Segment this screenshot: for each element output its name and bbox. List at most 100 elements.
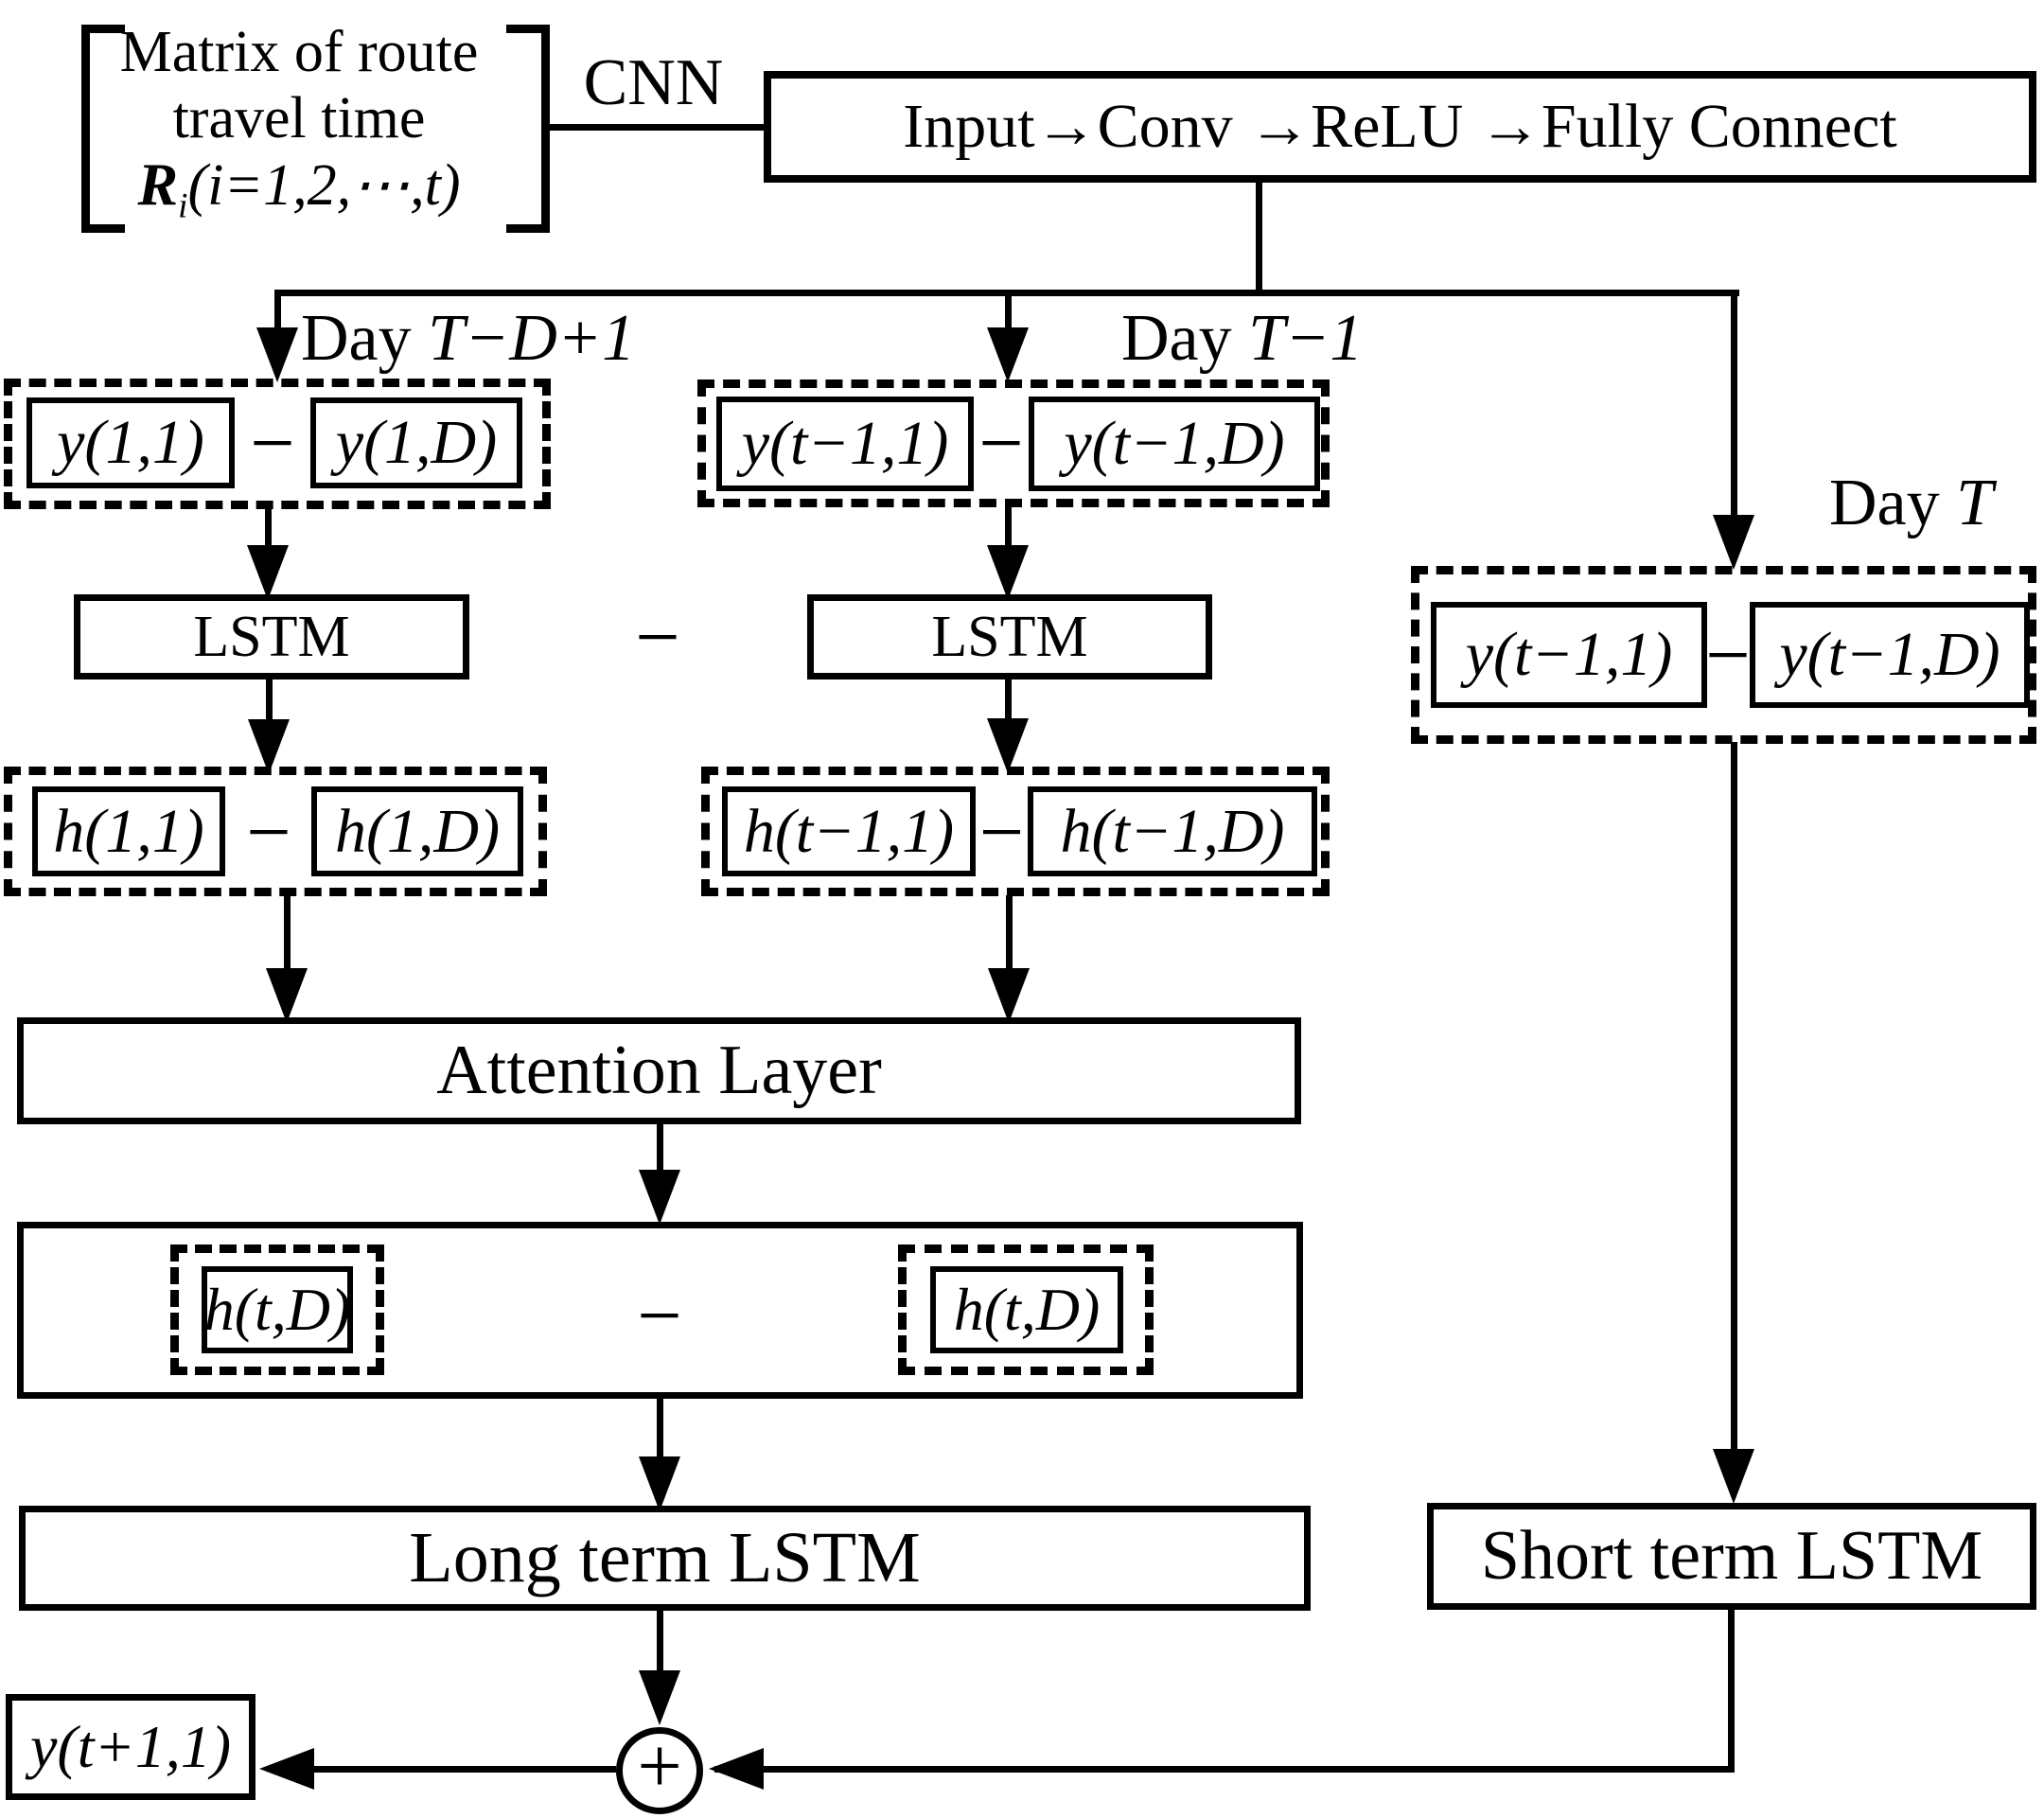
y-dayT-range-dash: − bbox=[1705, 610, 1751, 699]
cnn-pipeline-label: Input→Conv →ReLU →Fully Connect bbox=[903, 92, 1897, 161]
matrix-line1: Matrix of route bbox=[119, 20, 479, 85]
short-output-line-vertical bbox=[1728, 1610, 1735, 1773]
h-right-first-label: h(t−1,1) bbox=[743, 796, 955, 866]
arrow-hleft-attention-line bbox=[284, 894, 291, 975]
arrow-short-plus-head bbox=[709, 1748, 764, 1790]
day-right-var: T bbox=[1956, 467, 1994, 539]
matrix-r-args: (i=1,2,⋯,t) bbox=[187, 153, 461, 219]
long-term-lstm-box: Long term LSTM bbox=[19, 1506, 1311, 1611]
arrow-day-right-line bbox=[1731, 290, 1737, 519]
y-left-last-box: y(1,D) bbox=[310, 397, 522, 488]
arrow-day-mid-head bbox=[987, 327, 1029, 382]
context-right-box: h(t,D) bbox=[930, 1266, 1123, 1353]
context-left-label: h(t,D) bbox=[203, 1276, 351, 1343]
h-right-first-box: h(t−1,1) bbox=[722, 786, 976, 876]
short-term-lstm-box: Short term LSTM bbox=[1427, 1503, 2036, 1610]
arrow-ymid-lstm-line bbox=[1005, 505, 1012, 551]
lstm-right-label: LSTM bbox=[931, 604, 1088, 669]
h-left-last-label: h(1,D) bbox=[334, 796, 501, 866]
sum-node: + bbox=[616, 1727, 703, 1814]
arrow-day-right-head bbox=[1713, 515, 1754, 570]
lstm-left-box: LSTM bbox=[74, 594, 469, 680]
context-left-dashed bbox=[170, 1244, 384, 1375]
h-left-first-box: h(1,1) bbox=[32, 786, 225, 876]
y-mid-first-box: y(t−1,1) bbox=[716, 397, 974, 491]
h-right-last-box: h(t−1,D) bbox=[1028, 786, 1317, 876]
context-right-dashed bbox=[898, 1244, 1154, 1375]
y-dayT-first-box: y(t−1,1) bbox=[1431, 602, 1707, 708]
arrow-lstmright-h-line bbox=[1005, 679, 1012, 724]
day-label-left: Day T−D+1 bbox=[301, 302, 636, 375]
y-sequence-dayT-group bbox=[1411, 566, 2036, 744]
h-left-range-dash: − bbox=[246, 787, 291, 876]
lstm-ellipsis-dash: − bbox=[635, 592, 680, 681]
day-right-prefix: Day bbox=[1829, 467, 1957, 539]
y-sequence-mid-group bbox=[697, 379, 1330, 507]
y-left-range-dash: − bbox=[250, 398, 295, 487]
matrix-to-cnn-line bbox=[550, 124, 764, 131]
y-left-last-label: y(1,D) bbox=[335, 408, 498, 477]
h-state-left-group bbox=[4, 767, 547, 896]
h-left-last-box: h(1,D) bbox=[311, 786, 523, 876]
day-left-prefix: Day bbox=[301, 302, 429, 375]
h-right-last-label: h(t−1,D) bbox=[1060, 796, 1285, 866]
arrow-hright-attention-head bbox=[988, 968, 1030, 1023]
arrow-dayT-short-head bbox=[1713, 1449, 1754, 1504]
cnn-pipeline-box: Input→Conv →ReLU →Fully Connect bbox=[764, 71, 2036, 183]
arrow-context-long-head bbox=[639, 1456, 680, 1511]
long-term-lstm-label: Long term LSTM bbox=[409, 1518, 921, 1597]
arrow-yleft-lstm-head bbox=[247, 545, 289, 600]
y-sequence-left-group bbox=[4, 379, 551, 509]
prediction-output-box: y(t+1,1) bbox=[6, 1694, 256, 1800]
arrow-dayT-short-line bbox=[1731, 742, 1737, 1454]
arrow-hleft-attention-head bbox=[266, 968, 308, 1023]
arrow-day-mid-line bbox=[1005, 290, 1012, 331]
context-right-label: h(t,D) bbox=[953, 1276, 1101, 1343]
plus-icon: + bbox=[637, 1722, 682, 1810]
h-left-first-label: h(1,1) bbox=[53, 796, 204, 866]
y-dayT-last-box: y(t−1,D) bbox=[1750, 602, 2030, 708]
arrow-lstmright-h-head bbox=[987, 718, 1029, 773]
day-left-var: T−D+1 bbox=[428, 302, 636, 375]
arrow-lstmleft-h-head bbox=[248, 719, 290, 774]
day-mid-var: T−1 bbox=[1248, 302, 1364, 375]
arrow-long-plus-line bbox=[657, 1611, 663, 1677]
lstm-right-box: LSTM bbox=[807, 594, 1212, 680]
arrow-plus-output-line bbox=[312, 1766, 616, 1773]
y-dayT-last-label: y(t−1,D) bbox=[1779, 620, 2000, 689]
attention-layer-box: Attention Layer bbox=[17, 1017, 1301, 1124]
short-output-line-horizontal bbox=[714, 1766, 1731, 1773]
h-state-right-group bbox=[701, 767, 1330, 896]
cnn-output-line bbox=[1256, 182, 1262, 293]
lstm-left-label: LSTM bbox=[193, 604, 350, 669]
arrow-plus-output-head bbox=[259, 1748, 314, 1790]
y-mid-last-label: y(t−1,D) bbox=[1064, 409, 1285, 478]
y-left-first-label: y(1,1) bbox=[57, 408, 204, 477]
arrow-attention-context-head bbox=[639, 1170, 680, 1225]
h-right-range-dash: − bbox=[978, 787, 1025, 876]
arrow-hright-attention-line bbox=[1006, 895, 1013, 975]
day-label-mid: Day T−1 bbox=[1121, 302, 1364, 375]
y-mid-range-dash: − bbox=[978, 398, 1024, 487]
context-left-box: h(t,D) bbox=[202, 1266, 353, 1353]
arrow-day-left-head bbox=[256, 327, 298, 382]
matrix-bracket-left bbox=[81, 25, 125, 233]
arrow-yleft-lstm-line bbox=[265, 507, 272, 551]
matrix-label: Matrix of route travel time Ri(i=1,2,⋯,t… bbox=[91, 20, 507, 233]
y-mid-first-label: y(t−1,1) bbox=[741, 409, 949, 478]
arrow-day-left-line bbox=[274, 290, 281, 331]
y-dayT-first-label: y(t−1,1) bbox=[1465, 620, 1673, 689]
arrow-lstmleft-h-line bbox=[266, 679, 273, 724]
short-term-lstm-label: Short term LSTM bbox=[1480, 1517, 1983, 1595]
arrow-context-long-line bbox=[657, 1399, 663, 1465]
cnn-label: CNN bbox=[583, 46, 724, 119]
matrix-r-symbol: R bbox=[137, 150, 179, 219]
y-mid-last-box: y(t−1,D) bbox=[1029, 397, 1320, 491]
arrow-attention-context-line bbox=[657, 1124, 663, 1176]
prediction-output-label: y(t+1,1) bbox=[30, 1713, 231, 1780]
matrix-line2: travel time bbox=[172, 86, 426, 151]
arrow-ymid-lstm-head bbox=[987, 545, 1029, 600]
matrix-line3: Ri(i=1,2,⋯,t) bbox=[137, 151, 460, 239]
y-left-first-box: y(1,1) bbox=[26, 397, 235, 488]
